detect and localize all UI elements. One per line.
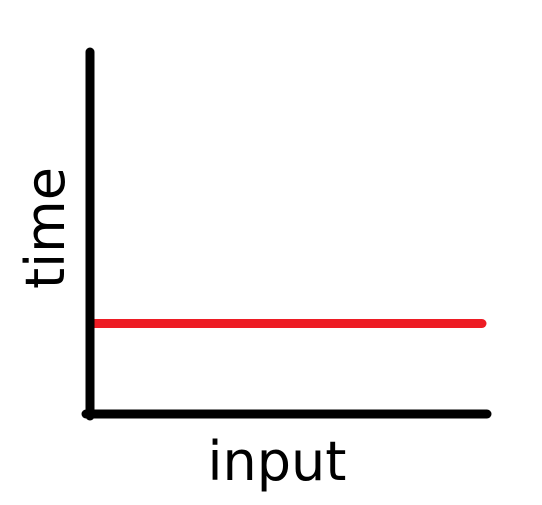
y-axis-label: time [14, 167, 77, 289]
x-axis-label: input [208, 430, 347, 493]
